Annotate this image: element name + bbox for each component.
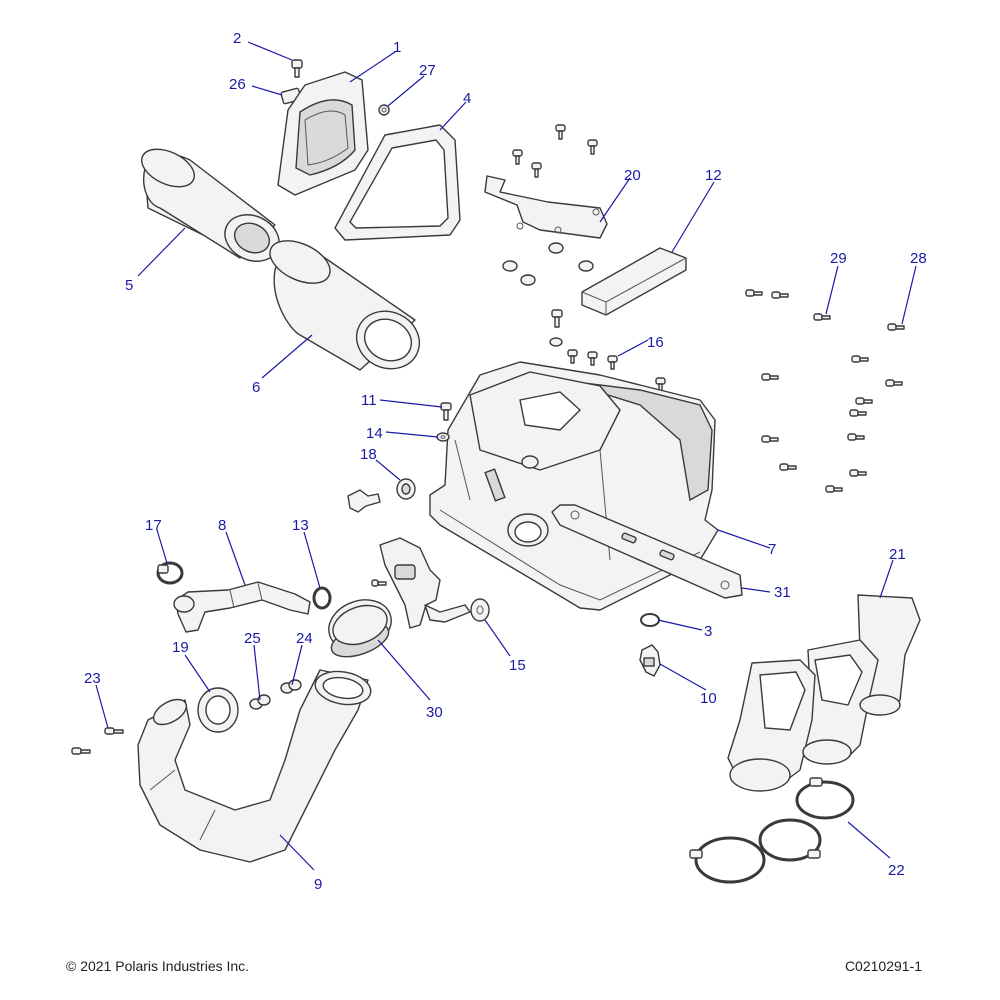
part-22-clamps [689, 777, 855, 884]
part-8-hose [173, 581, 311, 633]
part-9-intake-duct [137, 669, 372, 863]
callout-6: 6 [252, 379, 260, 396]
copyright-notice: © 2021 Polaris Industries Inc. [66, 958, 250, 974]
callout-27: 27 [419, 62, 436, 79]
part-14-washer [436, 432, 450, 442]
part-2-screw [291, 59, 303, 78]
callout-2: 2 [233, 30, 241, 47]
callout-29: 29 [830, 250, 847, 267]
callout-15: 15 [509, 657, 526, 674]
callout-7: 7 [768, 541, 776, 558]
callout-19: 19 [172, 639, 189, 656]
part-12-foam-block [581, 247, 687, 316]
part-19-coupler [197, 687, 239, 733]
callout-4: 4 [463, 90, 471, 107]
part-23-screw [71, 727, 124, 755]
callout-26: 26 [229, 76, 246, 93]
callout-10: 10 [700, 690, 717, 707]
callout-3: 3 [704, 623, 712, 640]
part-1-cover-plate [277, 71, 369, 196]
bolt-set-right [745, 289, 905, 493]
part-4-gasket [334, 124, 461, 241]
part-17-clamp [156, 561, 184, 585]
part-18-grommet [396, 478, 416, 500]
part-25-nut [249, 694, 271, 710]
bolt-set-upper [512, 124, 598, 178]
callout-14: 14 [366, 425, 383, 442]
part-20-bracket [484, 175, 608, 239]
callout-5: 5 [125, 277, 133, 294]
callout-31: 31 [774, 584, 791, 601]
callout-11: 11 [361, 392, 377, 409]
callout-12: 12 [705, 167, 722, 184]
drain-valve [371, 537, 471, 629]
leader-lines [95, 41, 917, 871]
callout-30: 30 [426, 704, 443, 721]
part-24-nut [280, 679, 302, 694]
callout-18: 18 [360, 446, 377, 463]
part-13-clamp [312, 586, 332, 610]
grommet-set [502, 242, 594, 286]
callout-17: 17 [145, 517, 162, 534]
part-27-nut [378, 104, 390, 116]
callout-25: 25 [244, 630, 261, 647]
callout-9: 9 [314, 876, 322, 893]
callout-20: 20 [624, 167, 641, 184]
part-21-plenum [727, 594, 921, 792]
callout-28: 28 [910, 250, 927, 267]
part-6-pre-filter [269, 240, 421, 371]
bolt-set-middle [549, 309, 666, 392]
figure-id: C0210291-1 [844, 958, 922, 974]
callout-21: 21 [889, 546, 906, 563]
part-11-bolt [440, 402, 452, 421]
callout-23: 23 [84, 670, 101, 687]
part-5-air-filter [141, 148, 280, 262]
part-30-cap [328, 599, 392, 658]
callout-8: 8 [218, 517, 226, 534]
callout-22: 22 [888, 862, 905, 879]
part-15-grommet [470, 598, 490, 622]
part-31-strap [551, 504, 743, 599]
callout-24: 24 [296, 630, 313, 647]
callout-13: 13 [292, 517, 309, 534]
part-10-sensor [639, 644, 661, 677]
callout-1: 1 [393, 39, 401, 56]
callout-labels: 2 1 26 27 4 5 6 20 12 29 28 16 11 14 18 … [84, 30, 927, 893]
callout-16: 16 [647, 334, 664, 351]
sensor [347, 489, 381, 513]
part-3-o-ring [640, 613, 660, 627]
